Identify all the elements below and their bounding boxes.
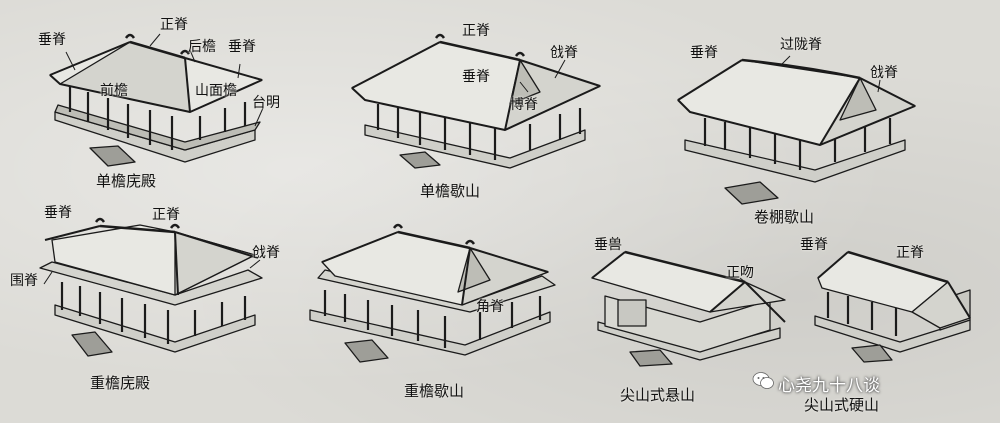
building-wudian-double — [39, 217, 263, 357]
wechat-icon — [752, 372, 774, 389]
caption-xuanshan: 尖山式悬山 — [620, 386, 696, 404]
label-taiming: 台明 — [252, 95, 280, 111]
label-boji: 博脊 — [510, 97, 538, 113]
watermark-text: 心尧九十八谈 — [778, 376, 880, 396]
building-xuanshan — [591, 250, 786, 367]
building-wudian-single — [49, 33, 263, 167]
label-chuiji: 垂脊 — [44, 205, 72, 221]
label-qiangji: 戗脊 — [252, 245, 280, 261]
building-xieshan-single — [351, 33, 601, 169]
label-chuiji: 垂脊 — [800, 237, 828, 253]
label-weiji: 围脊 — [10, 273, 38, 289]
label-chuiji: 垂脊 — [462, 69, 490, 85]
label-shanmianyan: 山面檐 — [195, 83, 237, 99]
label-qiangji: 戗脊 — [870, 65, 898, 81]
label-guolongji: 过陇脊 — [780, 37, 822, 53]
label-zhengji: 正脊 — [152, 207, 180, 223]
label-zhengwen: 正吻 — [726, 265, 754, 281]
building-juanpeng-xieshan — [677, 58, 916, 205]
caption-wudian-single: 单檐庑殿 — [96, 172, 157, 190]
label-chuishou: 垂兽 — [594, 237, 622, 253]
caption-xieshan-single: 单檐歇山 — [420, 182, 481, 200]
caption-juanpeng: 卷棚歇山 — [754, 208, 815, 226]
label-chuiji: 垂脊 — [690, 45, 718, 61]
label-jiaoji: 角脊 — [476, 299, 504, 315]
caption-wudian-double: 重檐庑殿 — [90, 374, 151, 392]
label-houyan: 后檐 — [188, 39, 216, 55]
label-zhengji: 正脊 — [462, 23, 490, 39]
caption-xieshan-double: 重檐歇山 — [404, 382, 465, 400]
label-qianyan: 前檐 — [100, 83, 128, 99]
label-chuiji: 垂脊 — [38, 32, 66, 48]
building-yingshan — [814, 250, 971, 363]
label-zhengji: 正脊 — [896, 245, 924, 261]
building-xieshan-double — [309, 223, 556, 363]
caption-yingshan: 尖山式硬山 — [804, 396, 880, 414]
label-zhengji: 正脊 — [160, 17, 188, 33]
label-qiangji: 戗脊 — [550, 45, 578, 61]
label-chuiji: 垂脊 — [228, 39, 256, 55]
